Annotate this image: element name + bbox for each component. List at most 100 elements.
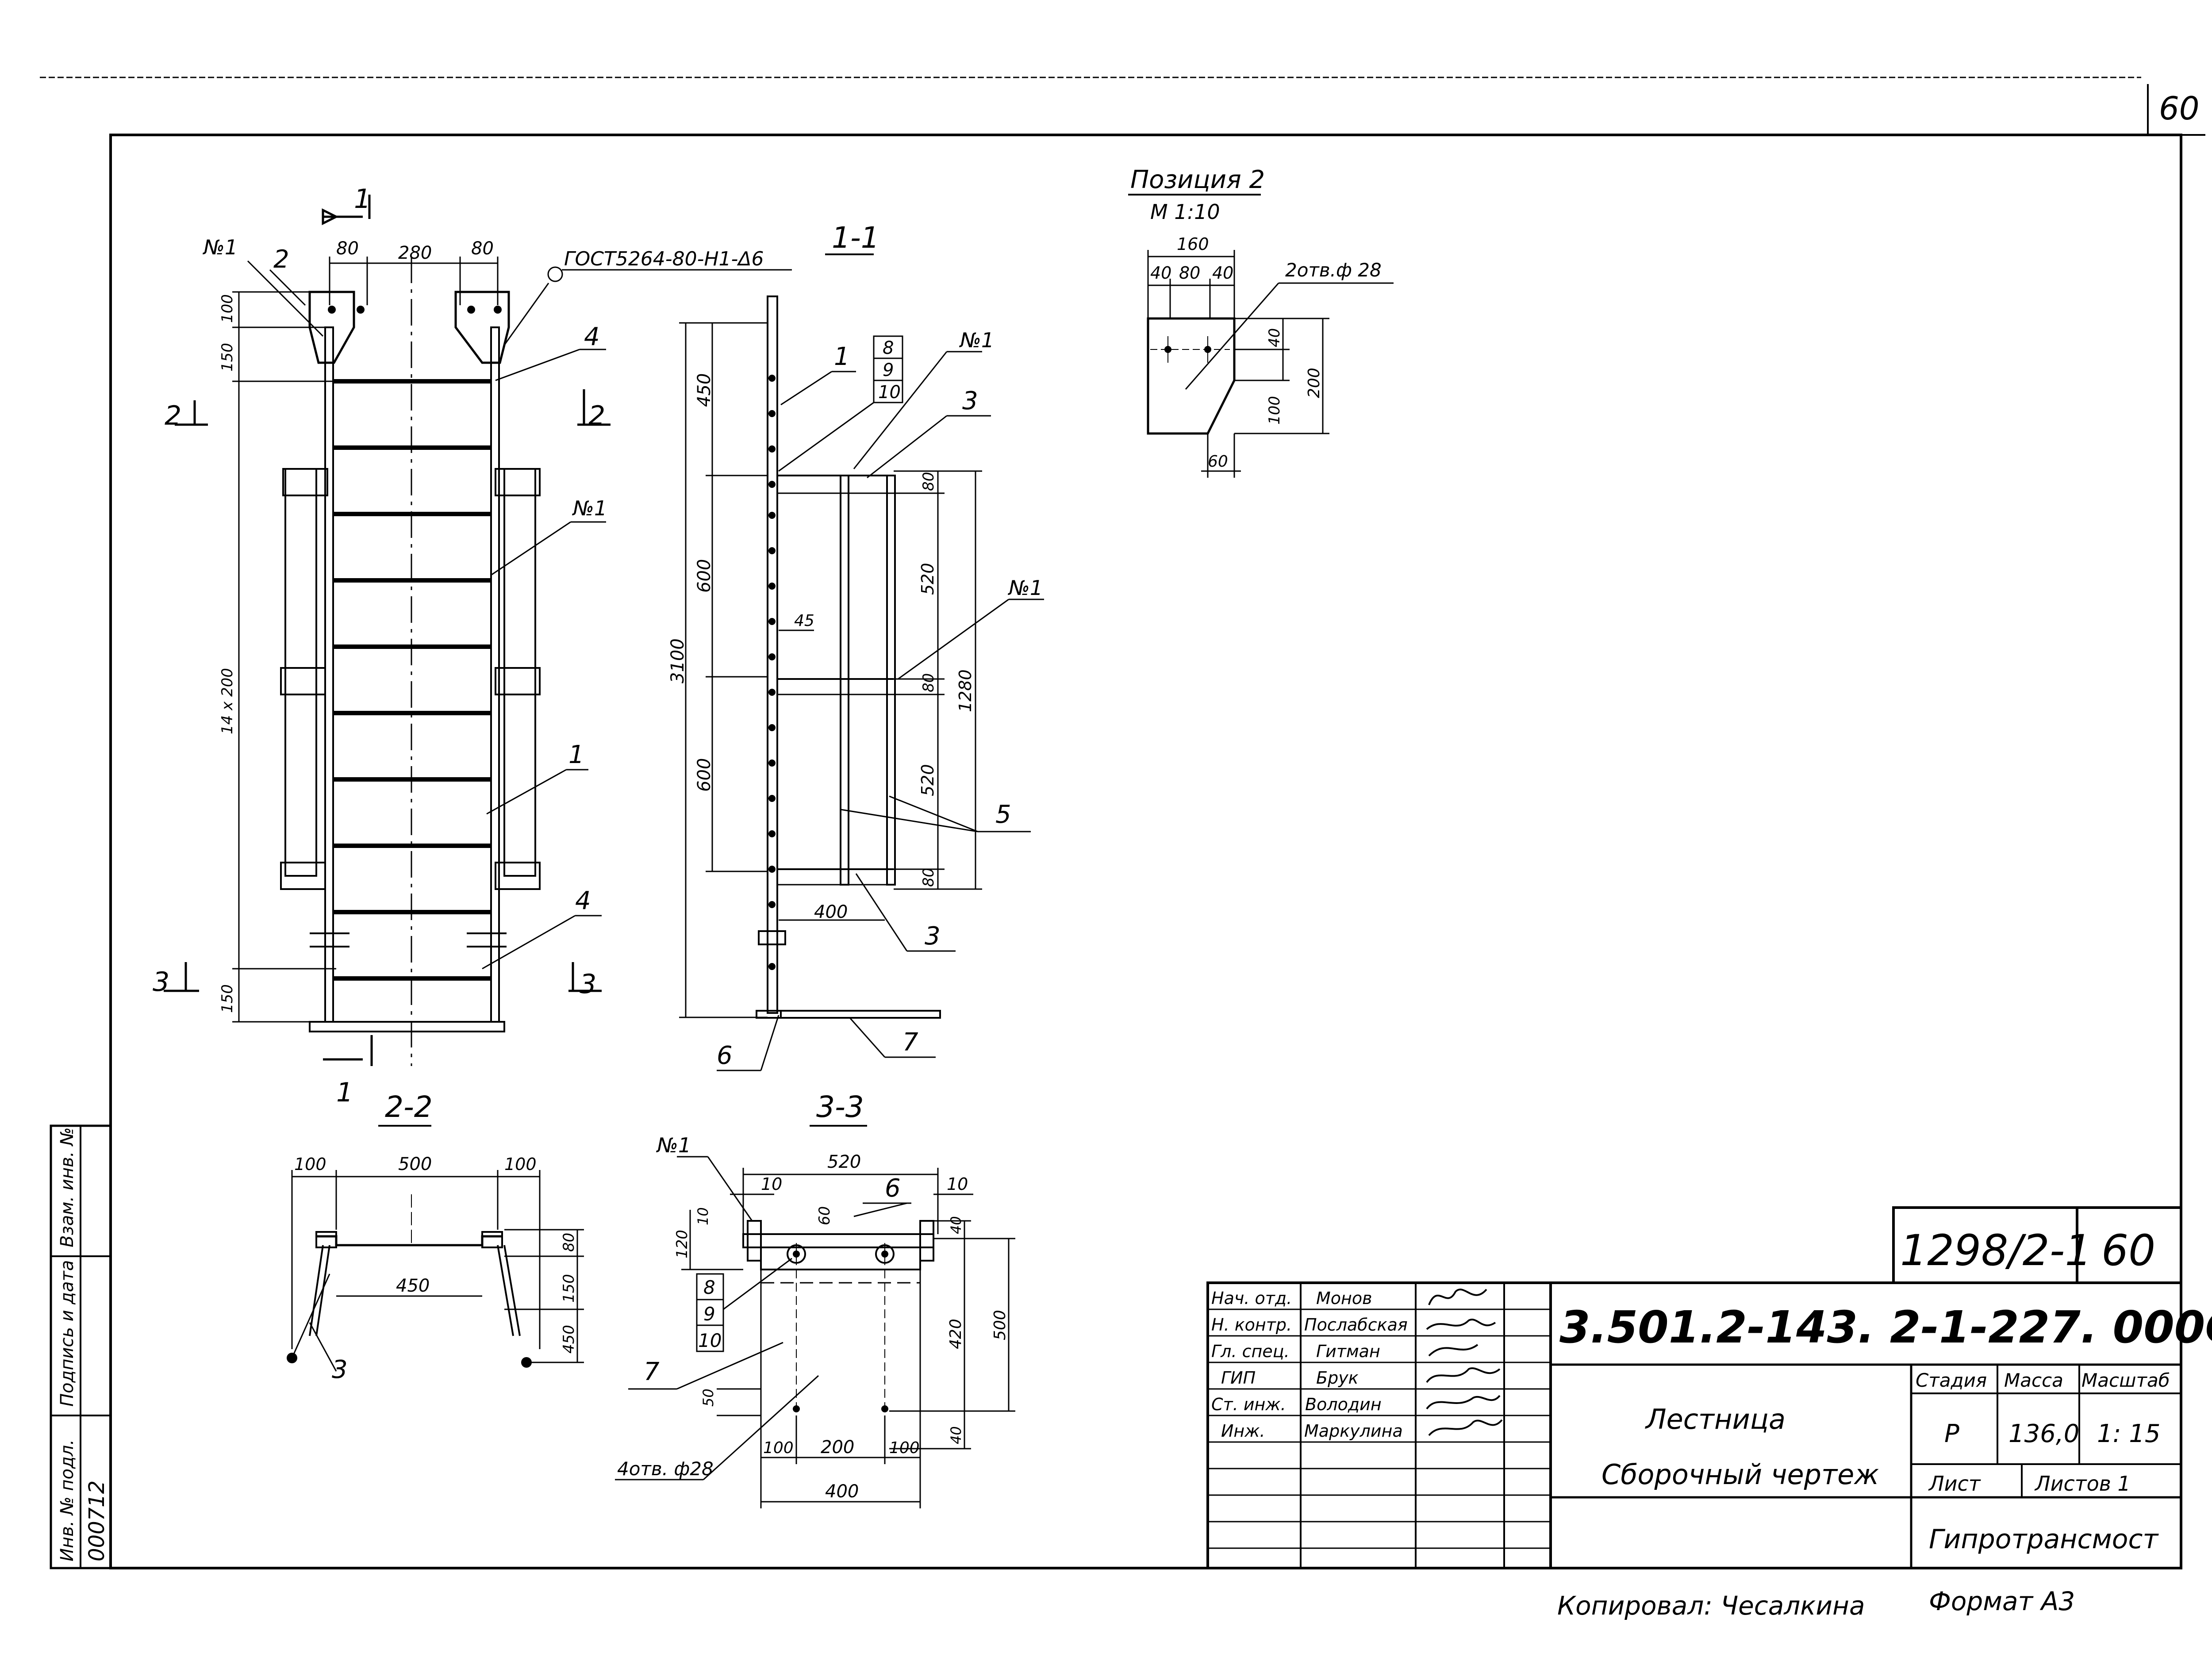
s22-dim-100-left: 100 [294, 1155, 326, 1174]
pos2-scale: М 1:10 [1150, 200, 1220, 224]
inv-podl-label: Инв. № подл. [57, 1439, 77, 1561]
s11-rdim-80-b: 80 [920, 673, 937, 692]
s33-dim-40-bottom: 40 [948, 1426, 964, 1444]
s11-mark-9: 9 [883, 360, 894, 380]
front-mark-pos4-top: 4 [584, 322, 600, 351]
sig-role-4: ГИП [1221, 1368, 1256, 1388]
s11-mark-1: 1 [834, 342, 850, 371]
title-block: 1298/2-1 60 Нач. отд. Монов Н. контр. По… [1206, 1206, 2212, 1569]
inv-vzam-label: Взам. инв. № [57, 1127, 77, 1247]
pos2-dim-200: 200 [1305, 368, 1323, 398]
s11-mark-8: 8 [883, 338, 894, 358]
sig-role-5: Ст. инж. [1211, 1395, 1286, 1414]
drawing-title-line2: Сборочный чертеж [1601, 1458, 1879, 1491]
sig-name-4: Брук [1316, 1368, 1359, 1388]
s33-holes: 4отв. ф28 [617, 1458, 714, 1480]
s22-mark-3: 3 [332, 1355, 348, 1384]
drawing-title-line1: Лестница [1645, 1403, 1786, 1435]
pos2-dim-60: 60 [1208, 453, 1228, 471]
front-dim-80-right: 80 [471, 238, 494, 259]
s33-dim-500: 500 [991, 1310, 1009, 1340]
signature-rows: Нач. отд. Монов Н. контр. Послабская Гл.… [1211, 1289, 1408, 1441]
stage-value: Р [1944, 1419, 1959, 1448]
series-sheet: 60 [2101, 1226, 2155, 1275]
sig-name-5: Володин [1305, 1395, 1382, 1414]
s33-dim-120: 120 [673, 1230, 691, 1258]
front-weld-gost: ГОСТ5264-80-Н1-Δ6 [564, 248, 764, 270]
s22-dim-150: 150 [560, 1274, 578, 1303]
mass-header: Масса [2004, 1369, 2063, 1391]
paper-format: Формат А3 [1929, 1586, 2075, 1616]
cut-3-right: 3 [580, 969, 596, 1000]
s33-dim-420: 420 [947, 1319, 965, 1349]
s11-mark-n1-top: №1 [959, 328, 994, 352]
s33-dim-50: 50 [700, 1389, 717, 1407]
s11-rdim-520-a: 520 [918, 563, 937, 595]
s11-rdim-80-c: 80 [920, 868, 937, 887]
s33-dim-100-right: 100 [889, 1439, 920, 1457]
sig-name-1: Монов [1316, 1289, 1372, 1308]
front-mark-weld-n1-left: №1 [202, 235, 238, 259]
s33-mark-6: 6 [885, 1174, 901, 1203]
s11-mark-10: 10 [878, 382, 901, 403]
section-2-2: 2-2 100 500 100 450 80 150 450 3 [287, 1090, 584, 1384]
s11-rdim-1280: 1280 [956, 669, 975, 712]
scale-value: 1: 15 [2097, 1419, 2161, 1448]
s22-dim-100-right: 100 [504, 1155, 537, 1174]
signature-date-label: Подпись и дата [57, 1260, 77, 1407]
document-code: 3.501.2-143. 2-1-227. 000СБ [1559, 1301, 2212, 1353]
scale-header: Масштаб [2081, 1369, 2170, 1391]
series-number: 1298/2-1 [1900, 1226, 2092, 1275]
s33-dim-10-a: 10 [761, 1174, 782, 1194]
front-dim-100: 100 [219, 294, 236, 323]
copied-by: Копировал: Чесалкина [1557, 1591, 1865, 1621]
organization-name: Гипротрансмост [1929, 1524, 2159, 1555]
s33-dim-10-b: 10 [947, 1174, 968, 1194]
position-2-detail: Позиция 2 М 1:10 160 40 80 40 40 200 100… [1128, 165, 1394, 478]
pos2-dim-40-c: 40 [1266, 328, 1283, 347]
sig-role-3: Гл. спец. [1211, 1342, 1290, 1361]
s33-mark-10: 10 [698, 1330, 722, 1351]
stage-header: Стадия [1916, 1369, 1987, 1391]
cut-2-right: 2 [588, 400, 605, 431]
s33-dim-40-top: 40 [948, 1216, 964, 1234]
front-dim-280: 280 [398, 243, 432, 263]
s33-dim-100-left: 100 [763, 1439, 794, 1457]
s33-mark-7: 7 [644, 1358, 660, 1386]
sig-role-6: Инж. [1221, 1421, 1265, 1441]
mass-value: 136,0 [2008, 1419, 2079, 1448]
pos2-title: Позиция 2 [1130, 165, 1265, 194]
sig-name-2: Послабская [1304, 1315, 1408, 1335]
s33-mark-9: 9 [703, 1303, 715, 1325]
section-1-1-bolts [768, 375, 776, 970]
s22-dim-500: 500 [398, 1154, 432, 1174]
s33-dim-400: 400 [825, 1481, 859, 1502]
pos2-holes: 2отв.ф 28 [1285, 259, 1382, 281]
front-dim-150-top: 150 [219, 343, 236, 372]
ladder-front-view: 80 280 80 100 150 14 х 200 150 №1 2 ГОСТ… [153, 184, 792, 1108]
side-stamp: Взам. инв. № Подпись и дата Инв. № подл.… [50, 1124, 112, 1569]
sheet-frame: 60 [40, 77, 2205, 1569]
s11-mark-5: 5 [995, 800, 1011, 829]
front-mark-pos2: 2 [273, 245, 289, 274]
cut-1-bottom: 1 [336, 1077, 353, 1108]
s11-mark-n1-mid: №1 [1007, 576, 1043, 600]
s11-dim-400: 400 [814, 902, 848, 922]
s33-mark-8: 8 [703, 1277, 715, 1298]
s11-dim-45: 45 [794, 612, 814, 630]
page-number: 60 [2159, 90, 2200, 127]
s11-rdim-520-b: 520 [918, 764, 937, 796]
s11-dim-600-top: 600 [694, 559, 714, 593]
front-mark-weld-n1-right: №1 [572, 496, 607, 520]
handwritten-signatures [1426, 1289, 1503, 1436]
sheets-label: Листов 1 [2034, 1472, 2131, 1496]
section-2-2-title: 2-2 [385, 1090, 433, 1124]
s33-dim-200: 200 [821, 1437, 854, 1458]
s11-rdim-80-a: 80 [920, 472, 937, 491]
section-1-1-title: 1-1 [832, 221, 879, 255]
s33-dim-10-c: 10 [695, 1207, 711, 1225]
sig-name-3: Гитман [1316, 1342, 1380, 1361]
s11-mark-3-top: 3 [962, 387, 978, 415]
cut-2-left: 2 [165, 400, 181, 431]
